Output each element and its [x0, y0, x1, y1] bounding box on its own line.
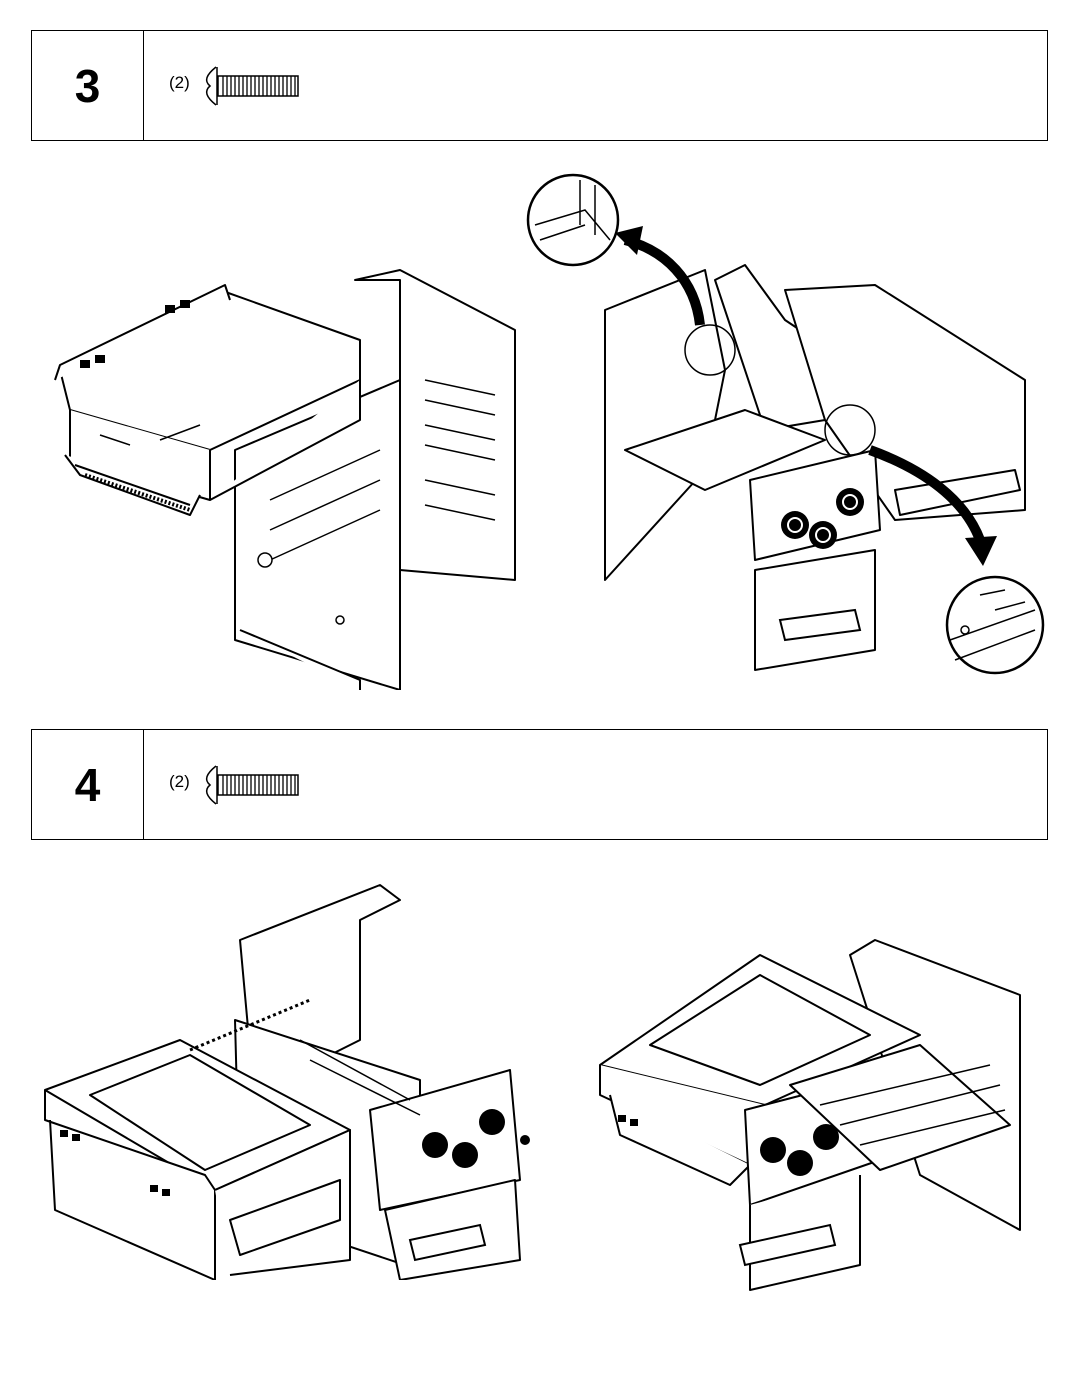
step-number-cell: 3	[32, 31, 144, 140]
bolt-icon	[205, 765, 299, 805]
parts-cell: (2)	[144, 730, 1047, 839]
step-3-header: 3 (2)	[31, 30, 1048, 141]
grill-head-with-callouts-illustration	[526, 173, 1045, 675]
detail-callout-bottom	[945, 575, 1045, 675]
attached-side-burner-illustration	[44, 884, 530, 1280]
side-shelf-assembly-illustration	[54, 269, 516, 690]
part-quantity: (2)	[169, 772, 190, 791]
part-quantity: (2)	[169, 73, 190, 92]
parts-cell: (2)	[144, 31, 1047, 140]
step-number-cell: 4	[32, 730, 144, 839]
step-number: 4	[74, 758, 101, 811]
step-number: 3	[74, 59, 101, 112]
bolt-icon	[205, 66, 299, 106]
step-4-header: 4 (2)	[31, 729, 1048, 840]
detail-callout-top	[526, 173, 620, 267]
completed-assembly-illustration	[599, 939, 1021, 1291]
